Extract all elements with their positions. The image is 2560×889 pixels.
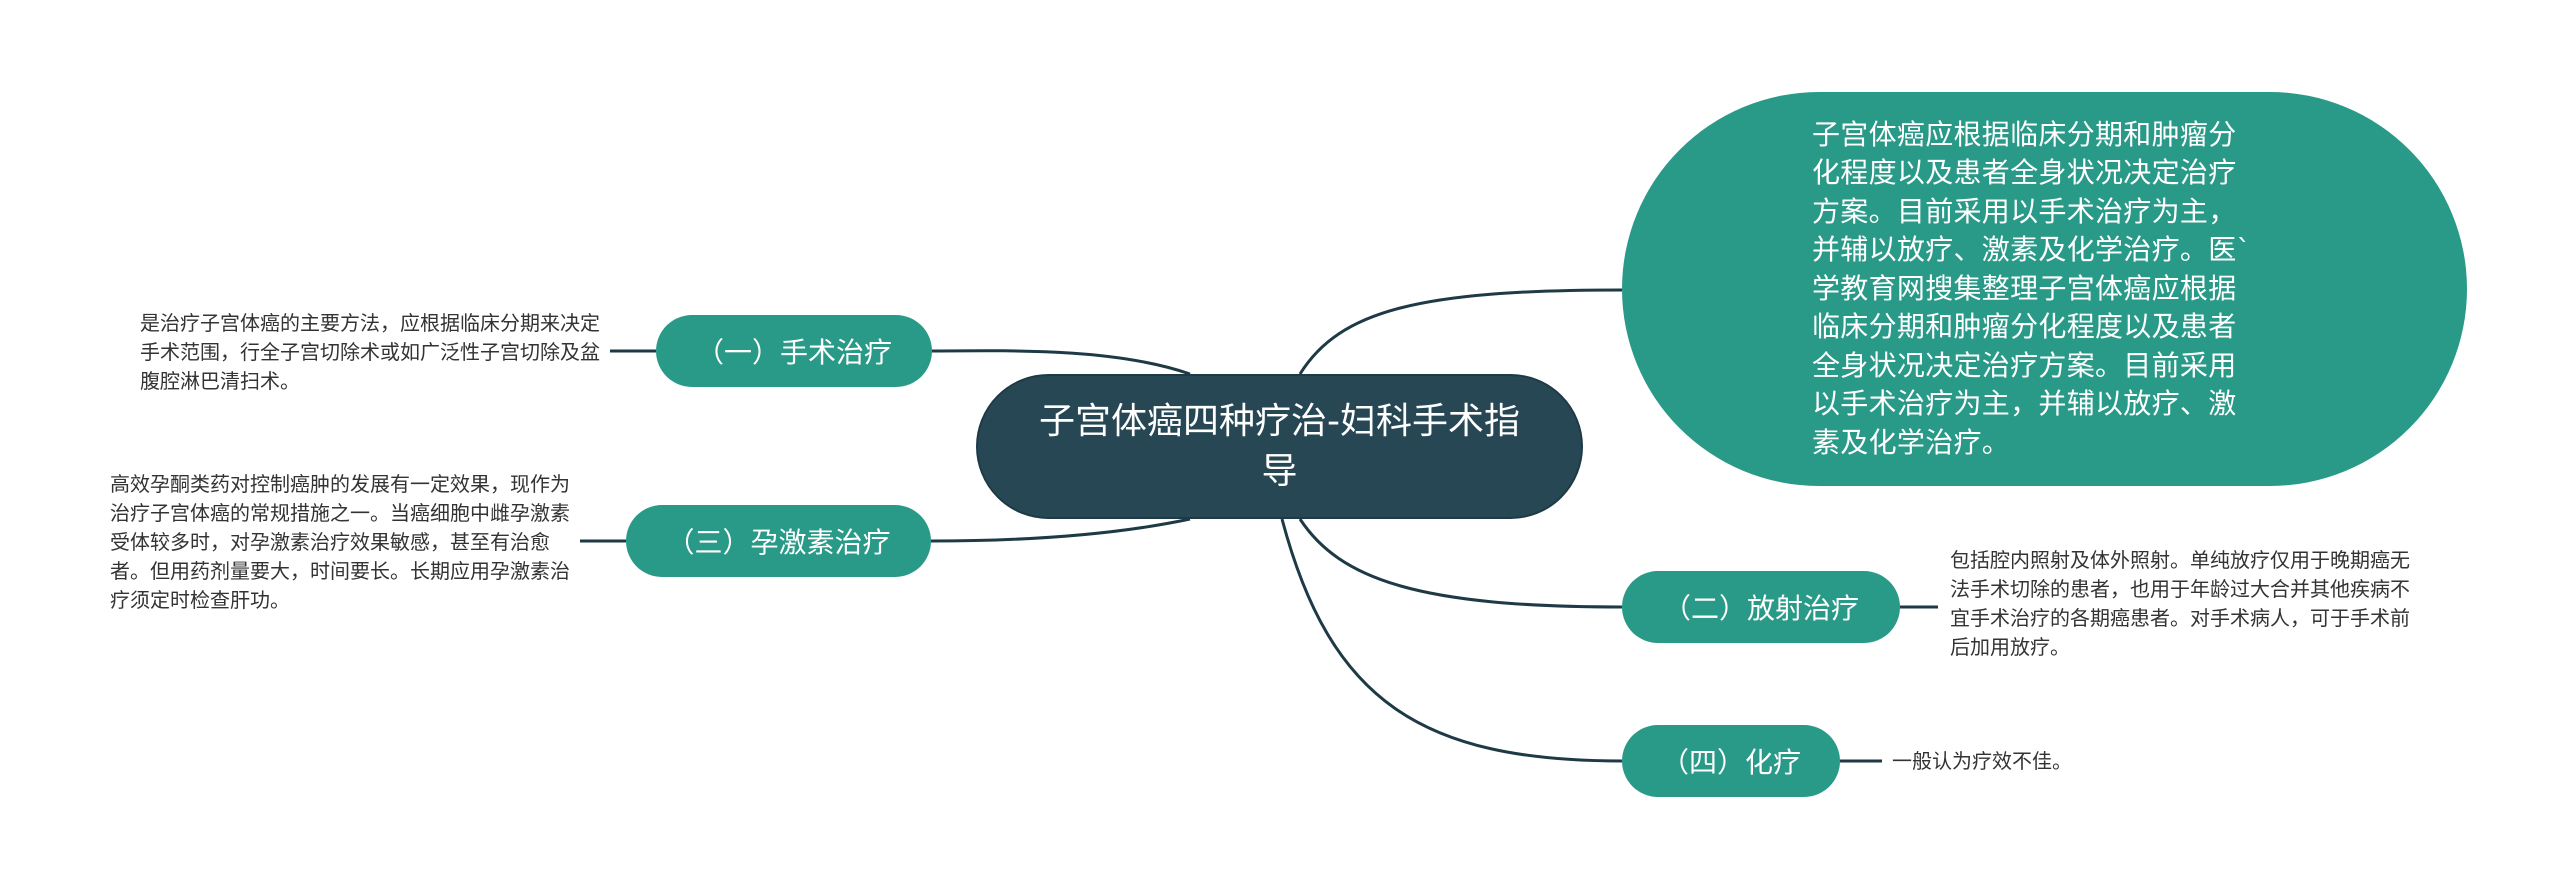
branch-surgery-label: （一）手术治疗 xyxy=(695,336,892,369)
connector-root-chemo xyxy=(1280,518,1623,763)
summary-node[interactable]: 子宫体癌应根据临床分期和肿瘤分化程度以及患者全身状况决定治疗方案。目前采用以手术… xyxy=(1622,92,2467,486)
connector-root-surgery xyxy=(931,349,1191,376)
branch-hormone[interactable]: （三）孕激素治疗 xyxy=(626,505,931,577)
branch-surgery[interactable]: （一）手术治疗 xyxy=(656,315,932,387)
leaf-hormone-detail: 高效孕酮类药对控制癌肿的发展有一定效果，现作为治疗子宫体癌的常规措施之一。当癌细… xyxy=(110,472,570,612)
branch-chemo[interactable]: （四）化疗 xyxy=(1622,725,1840,797)
branch-hormone-label: （三）孕激素治疗 xyxy=(666,526,891,559)
root-topic[interactable]: 子宫体癌四种疗治-妇科手术指导 xyxy=(976,374,1583,519)
summary-text: 子宫体癌应根据临床分期和肿瘤分化程度以及患者全身状况决定治疗方案。目前采用以手术… xyxy=(1812,117,2251,459)
connector-root-hormone xyxy=(930,517,1191,543)
root-topic-title: 子宫体癌四种疗治-妇科手术指导 xyxy=(1039,400,1520,492)
leaf-radiation-detail: 包括腔内照射及体外照射。单纯放疗仅用于晚期癌无法手术切除的患者，也用于年龄过大合… xyxy=(1950,548,2410,659)
branch-chemo-label: （四）化疗 xyxy=(1660,746,1801,779)
branch-radiation[interactable]: （二）放射治疗 xyxy=(1622,571,1900,643)
branch-radiation-label: （二）放射治疗 xyxy=(1662,592,1859,625)
leaf-chemo-detail: 一般认为疗效不佳。 xyxy=(1892,749,2072,773)
connector-root-summary xyxy=(1298,288,1623,375)
leaf-surgery-detail: 是治疗子宫体癌的主要方法，应根据临床分期来决定手术范围，行全子宫切除术或如广泛性… xyxy=(140,311,600,393)
connector-root-radiation xyxy=(1298,518,1623,609)
